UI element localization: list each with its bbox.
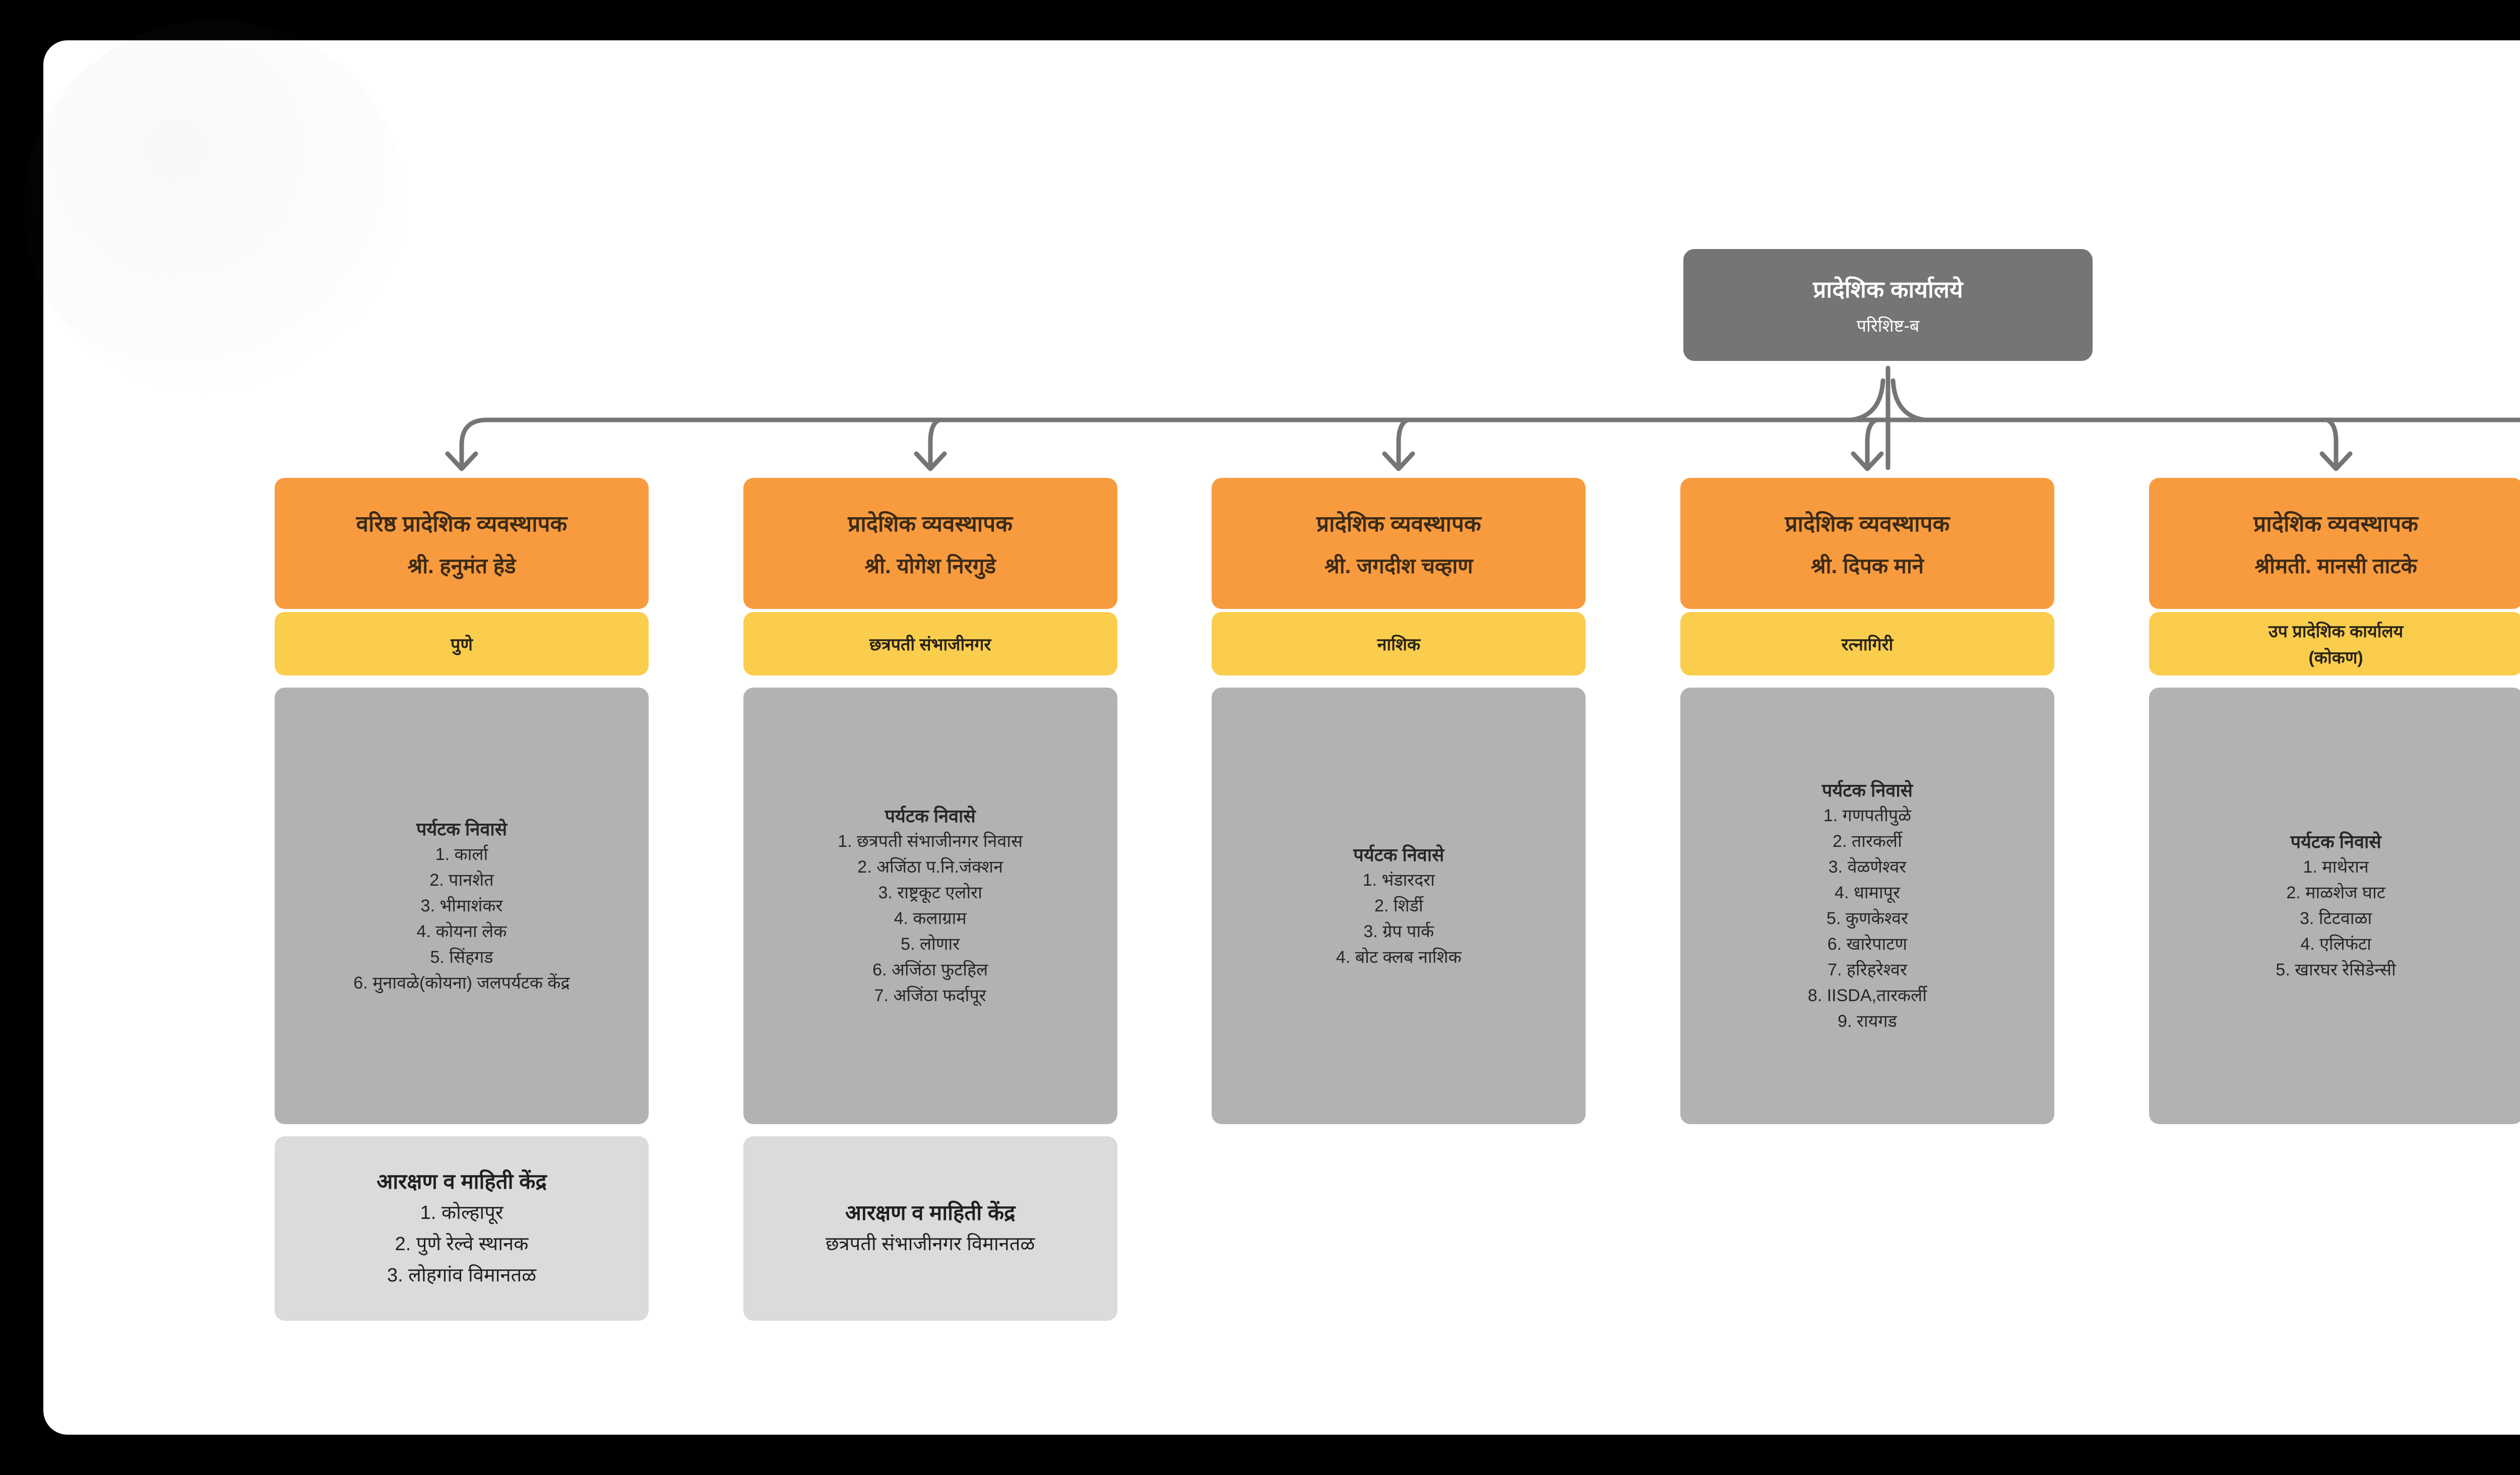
manager-box: प्रादेशिक व्यवस्थापक श्री. दिपक माने [1680, 478, 2054, 609]
root-subtitle: परिशिष्ट-ब [1856, 317, 1920, 336]
region-box: उप प्रादेशिक कार्यालय (कोकण) [2149, 612, 2520, 675]
org-chart-canvas: प्रादेशिक कार्यालये परिशिष्ट-ब वरिष्ठ प्… [23, 20, 2520, 1435]
manager-role: प्रादेशिक व्यवस्थापक [2253, 511, 2418, 536]
lodges-title: पर्यटक निवासे [1821, 780, 1913, 801]
manager-role: वरिष्ठ प्रादेशिक व्यवस्थापक [356, 511, 568, 536]
manager-name: श्री. योगेश निरगुडे [864, 554, 996, 578]
org-column: प्रादेशिक व्यवस्थापक श्री. योगेश निरगुडे… [743, 478, 1117, 1321]
manager-name: श्री. दिपक माने [1810, 554, 1924, 578]
org-column: प्रादेशिक व्यवस्थापक श्री. दिपक माने रत्… [1680, 478, 2054, 1321]
info-center-items: छत्रपती संभाजीनगर विमानतळ [826, 1234, 1035, 1255]
manager-box: प्रादेशिक व्यवस्थापक श्री. जगदीश चव्हाण [1212, 478, 1586, 609]
manager-box: प्रादेशिक व्यवस्थापक श्री. योगेश निरगुडे [743, 478, 1117, 609]
region-label: छत्रपती संभाजीनगर [869, 635, 991, 654]
lodges-box: पर्यटक निवासे 1. भंडारदरा2. शिर्डी3. ग्र… [1212, 688, 1586, 1124]
info-center-title: आरक्षण व माहिती केंद्र [376, 1170, 547, 1193]
region-box: रत्नागिरी [1680, 612, 2054, 675]
region-box: पुणे [275, 612, 649, 675]
region-sublabel: (कोकण) [2308, 648, 2363, 667]
lodges-title: पर्यटक निवासे [2290, 831, 2381, 852]
manager-name: श्रीमती. मानसी ताटके [2254, 554, 2417, 578]
org-column: प्रादेशिक व्यवस्थापक श्री. जगदीश चव्हाण … [1212, 478, 1586, 1321]
lodges-title: पर्यटक निवासे [885, 806, 976, 826]
region-label: रत्नागिरी [1841, 635, 1894, 654]
connector-lines [445, 365, 2520, 471]
manager-name: श्री. हनुमंत हेडे [407, 554, 516, 578]
org-columns: वरिष्ठ प्रादेशिक व्यवस्थापक श्री. हनुमंत… [275, 478, 2520, 1321]
region-label: नाशिक [1377, 635, 1421, 654]
org-column: प्रादेशिक व्यवस्थापक श्रीमती. मानसी ताटक… [2149, 478, 2520, 1321]
lodges-title: पर्यटक निवासे [416, 818, 508, 839]
manager-box: प्रादेशिक व्यवस्थापक श्रीमती. मानसी ताटक… [2149, 478, 2520, 609]
lodges-box: पर्यटक निवासे 1. गणपतीपुळे2. तारकर्ली3. … [1680, 688, 2054, 1124]
manager-role: प्रादेशिक व्यवस्थापक [1785, 511, 1950, 536]
lodges-box: पर्यटक निवासे 1. छत्रपती संभाजीनगर निवास… [743, 688, 1117, 1124]
manager-role: प्रादेशिक व्यवस्थापक [848, 511, 1013, 536]
root-title: प्रादेशिक कार्यालये [1813, 276, 1963, 302]
region-label: पुणे [451, 635, 473, 654]
info-center-title: आरक्षण व माहिती केंद्र [845, 1201, 1016, 1224]
info-center-box: आरक्षण व माहिती केंद्र छत्रपती संभाजीनगर… [743, 1136, 1117, 1321]
region-box: नाशिक [1212, 612, 1586, 675]
lodges-title: पर्यटक निवासे [1353, 844, 1444, 865]
region-box: छत्रपती संभाजीनगर [743, 612, 1117, 675]
manager-box: वरिष्ठ प्रादेशिक व्यवस्थापक श्री. हनुमंत… [275, 478, 649, 609]
manager-name: श्री. जगदीश चव्हाण [1325, 554, 1473, 578]
region-label: उप प्रादेशिक कार्यालय [2268, 622, 2404, 641]
manager-role: प्रादेशिक व्यवस्थापक [1316, 511, 1481, 536]
org-column: वरिष्ठ प्रादेशिक व्यवस्थापक श्री. हनुमंत… [275, 478, 649, 1321]
root-node: प्रादेशिक कार्यालये परिशिष्ट-ब [1683, 249, 2093, 361]
